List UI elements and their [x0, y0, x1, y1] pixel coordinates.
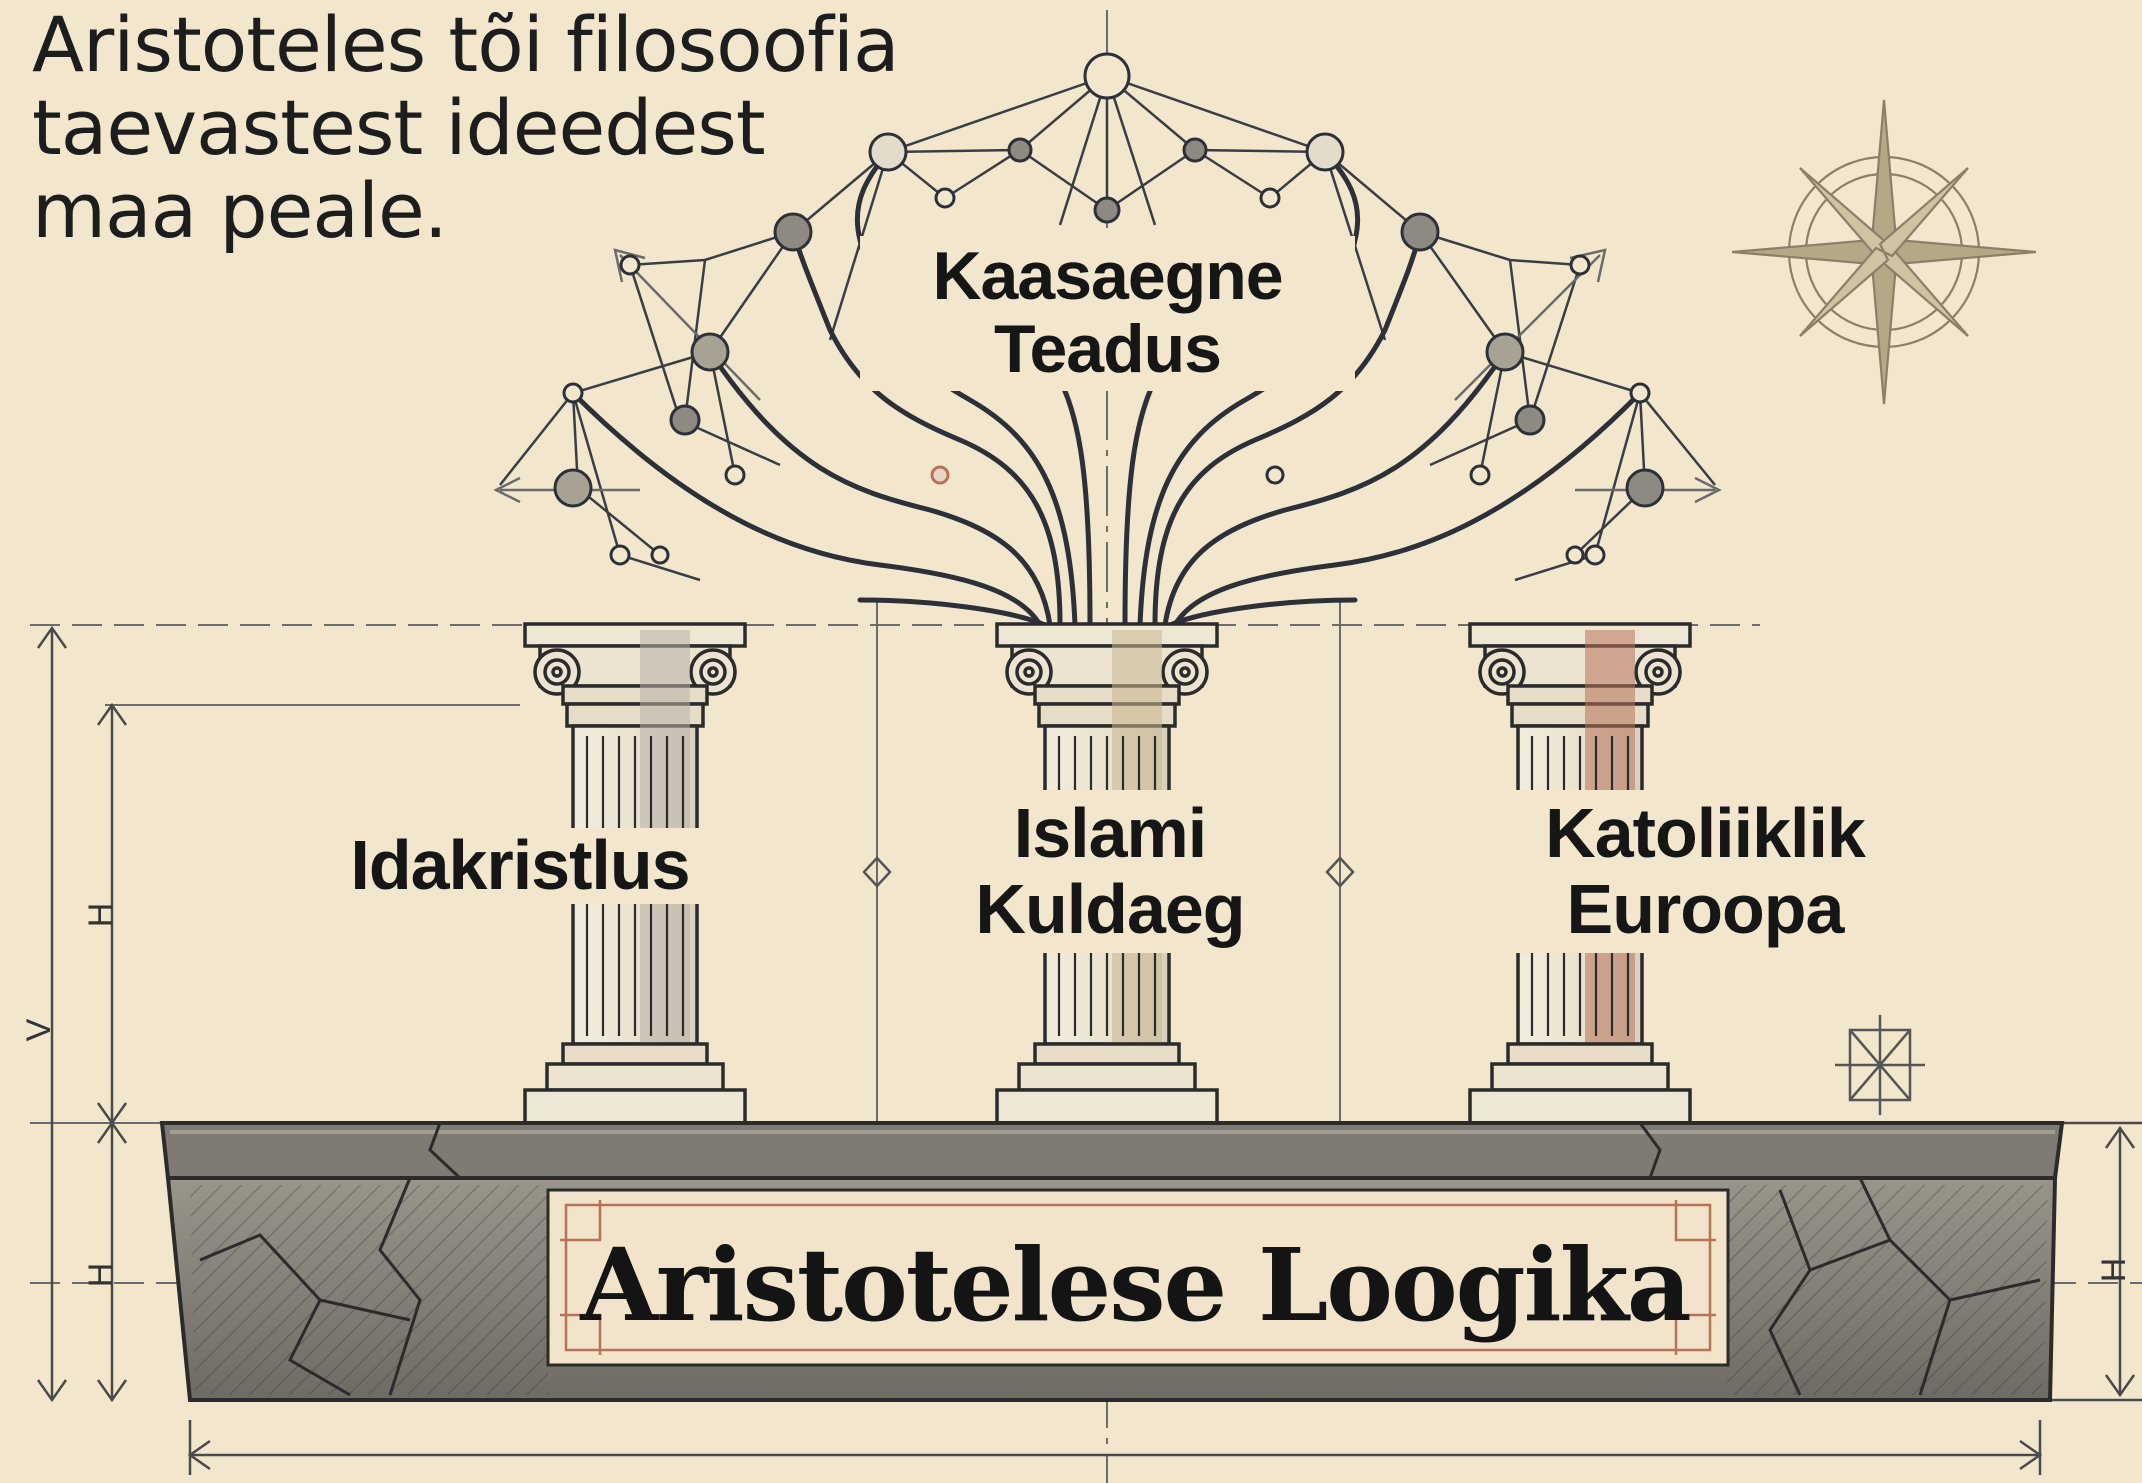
diamond-markers: [862, 856, 1355, 888]
headline-line-2: taevastest ideedest: [32, 82, 766, 172]
foundation-cracks: [199, 1122, 2041, 1397]
pillar-label-idakristlus: Idakristlus: [335, 826, 705, 904]
tree-label: Kaasaegne Teadus: [860, 236, 1355, 391]
dimension-mark-h3: H: [2095, 1258, 2133, 1283]
tree-label-line-1: Kaasaegne: [932, 238, 1283, 314]
pillar-label-katoliiklik-euroopa: Katoliiklik Euroopa: [1515, 790, 1895, 954]
pillar-label-line: Katoliiklik: [1545, 794, 1866, 872]
tree-label-line-2: Teadus: [993, 311, 1222, 388]
dimension-mark-h1: H: [82, 903, 120, 928]
knowledge-tree: [493, 52, 1722, 628]
dimension-mark-h2: H: [82, 1263, 120, 1288]
headline-line-1: Aristoteles tõi filosoofia: [32, 0, 900, 89]
pillar-label-line: Euroopa: [1566, 869, 1845, 948]
dimension-mark-v: V: [20, 1018, 58, 1041]
dimension-markers-left: [36, 625, 128, 1403]
foundation-label: Aristotelese Loogika: [580, 1226, 1691, 1344]
tree-nodes: [553, 52, 1665, 566]
pillar-islami-kuldaeg: [995, 622, 1219, 1125]
crossed-square-marker: [1835, 1015, 1925, 1115]
pillar-label-line: Idakristlus: [350, 826, 690, 904]
pillar-label-line: Islami: [1013, 794, 1207, 872]
foundation-slab: [159, 1121, 2065, 1402]
headline: Aristoteles tõi filosoofia taevastest id…: [32, 0, 912, 255]
dimension-marker-bottom: [187, 1420, 2043, 1475]
compass-rose-icon: [1731, 99, 2037, 405]
pillar-label-line: Kuldaeg: [975, 869, 1245, 948]
pillar-label-islami-kuldaeg: Islami Kuldaeg: [965, 790, 1255, 954]
headline-line-3: maa peale.: [32, 165, 448, 255]
